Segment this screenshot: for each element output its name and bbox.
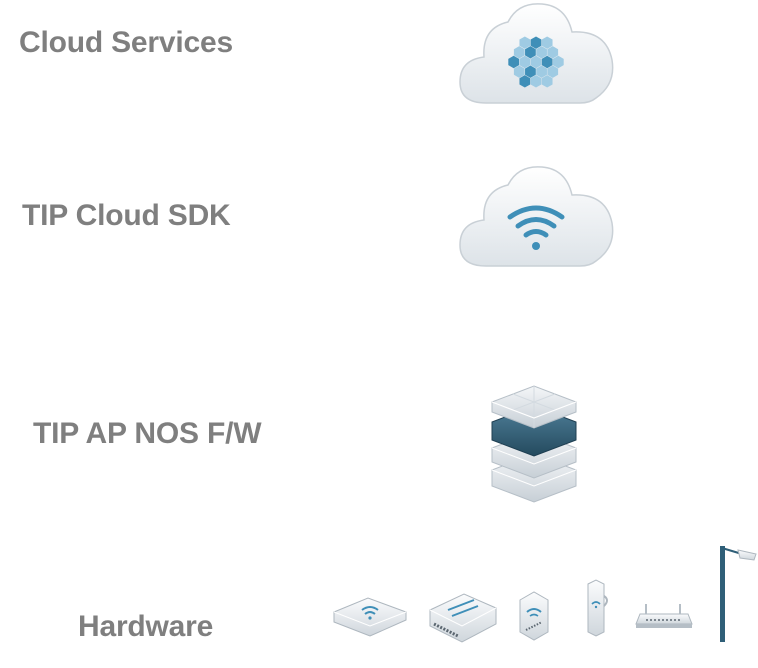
hexagon-cell <box>525 65 536 78</box>
hexagon-cluster <box>508 36 564 88</box>
hexagon-cell <box>513 46 525 59</box>
hexagon-cloud-icon <box>456 0 616 108</box>
wifi-icon <box>507 205 565 250</box>
tip-ap-nos-label: TIP AP NOS F/W <box>33 417 262 450</box>
hexagon-cell <box>536 46 547 59</box>
gateway-icon <box>635 604 693 628</box>
hexagon-cell <box>541 75 553 88</box>
hexagon-cell <box>525 46 536 59</box>
hexagon-cell <box>530 75 542 88</box>
tip-cloud-sdk-label: TIP Cloud SDK <box>22 199 231 232</box>
hexagon-cell <box>536 65 547 78</box>
hexagon-cell <box>508 55 520 69</box>
hexagon-cell <box>519 75 531 88</box>
hexagon-cell <box>519 36 531 49</box>
hexagon-cell <box>541 36 553 49</box>
street-pole-icon <box>720 546 757 642</box>
server-stack-icon <box>486 382 582 504</box>
hexagon-cell <box>530 55 542 69</box>
router-icon <box>519 591 549 641</box>
hexagon-cell <box>530 36 542 49</box>
network-switch-icon <box>429 593 497 643</box>
hexagon-cell <box>547 65 559 78</box>
hexagon-cell <box>547 46 559 59</box>
hexagon-cell <box>541 55 553 69</box>
access-point-icon <box>333 597 407 637</box>
wifi-cloud-icon <box>456 163 616 271</box>
hexagon-cell <box>552 55 564 69</box>
cloud-services-label: Cloud Services <box>19 26 233 59</box>
hardware-devices-icon <box>330 540 758 648</box>
outdoor-ap-icon <box>587 579 608 637</box>
hexagon-cell <box>519 55 531 69</box>
hardware-label: Hardware <box>78 610 214 643</box>
hexagon-cell <box>513 65 525 78</box>
